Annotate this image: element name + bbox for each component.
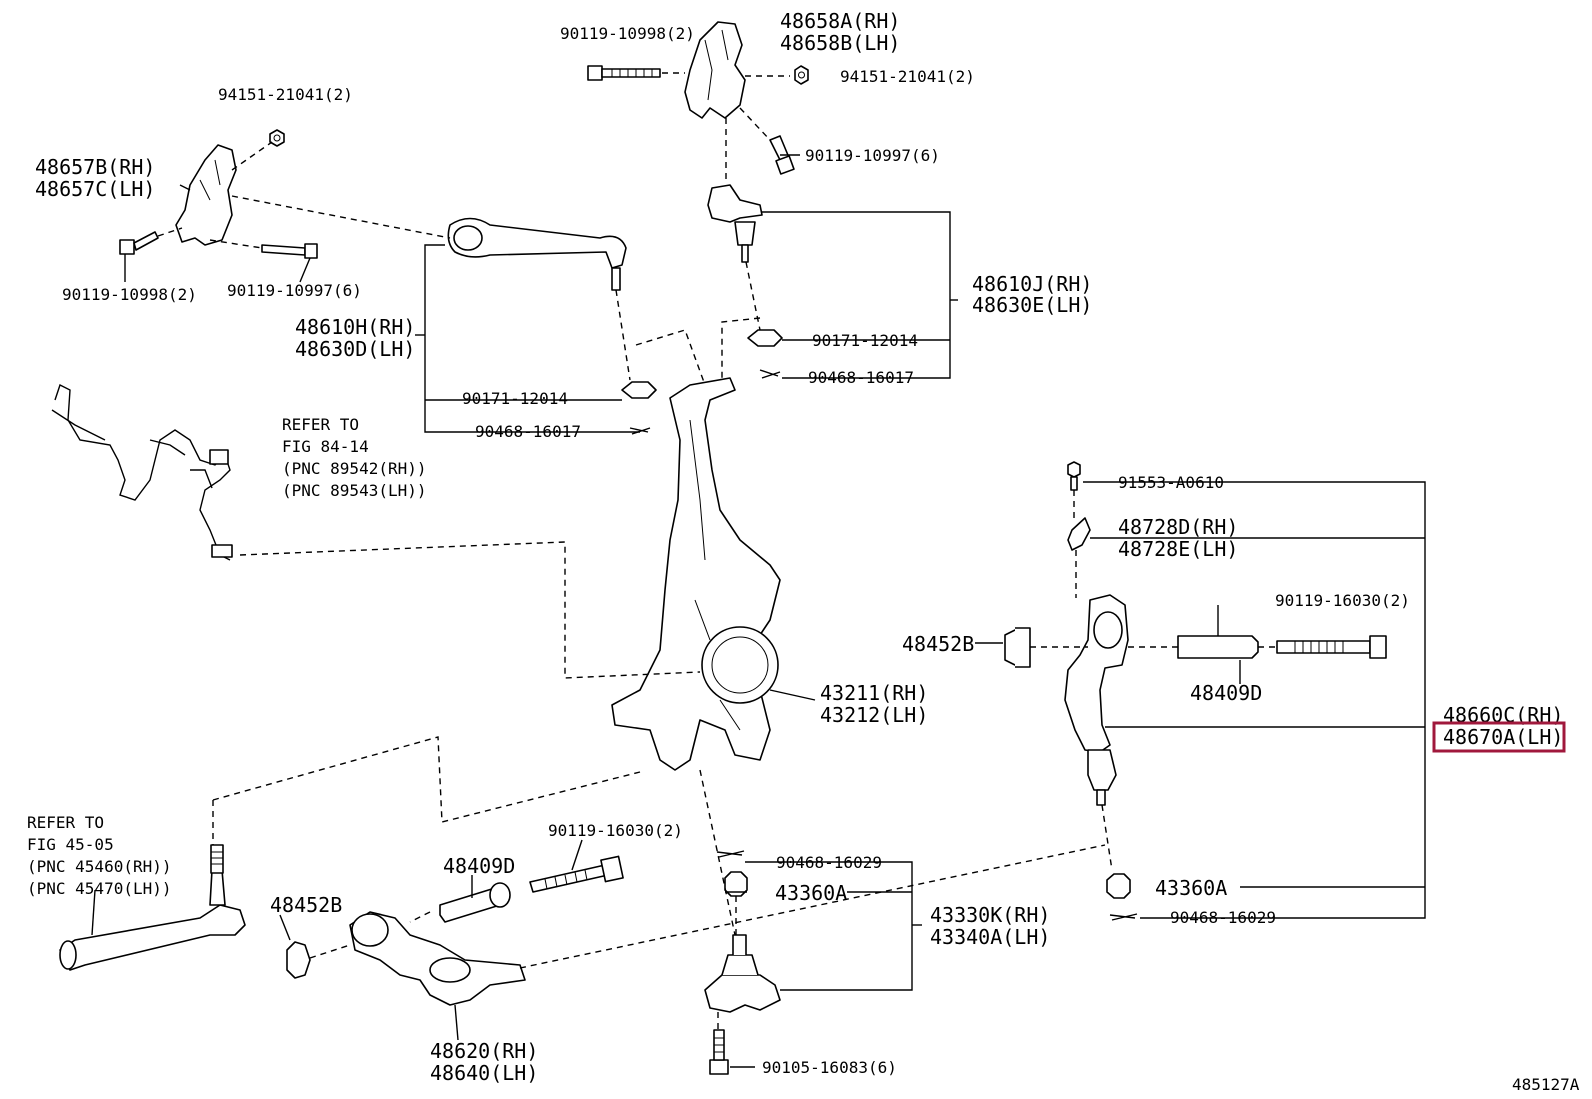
bracket-48728[interactable] <box>1067 517 1091 551</box>
label-43340a[interactable]: 43340A(LH) <box>930 925 1050 949</box>
label-90119-16030-left[interactable]: 90119-16030(2) <box>548 821 683 840</box>
lower-arm-48620[interactable] <box>349 911 526 1006</box>
label-90119-16030-right[interactable]: 90119-16030(2) <box>1275 591 1410 610</box>
label-43212[interactable]: 43212(LH) <box>820 703 928 727</box>
label-48620[interactable]: 48620(RH) <box>430 1039 538 1063</box>
upper-bracket-rh[interactable] <box>684 21 746 119</box>
nut-94151-right[interactable] <box>794 65 809 85</box>
label-48658a[interactable]: 48658A(RH) <box>780 9 900 33</box>
nut-43360a-right[interactable] <box>1106 873 1131 899</box>
nut-94151-left[interactable] <box>269 129 285 147</box>
label-48452b-left[interactable]: 48452B <box>270 893 342 917</box>
label-48640[interactable]: 48640(LH) <box>430 1061 538 1085</box>
bolt-90119-10997-top[interactable] <box>769 135 795 175</box>
bolt-90119-10998-left[interactable] <box>119 231 159 255</box>
label-94151-21041-left[interactable]: 94151-21041(2) <box>218 85 353 104</box>
refer-fig-45-05-line1[interactable]: REFER TO <box>27 813 104 832</box>
upper-arm-48610h[interactable] <box>447 217 627 291</box>
diagram-id: 485127A <box>1512 1075 1580 1094</box>
label-90119-10998-left[interactable]: 90119-10998(2) <box>62 285 197 304</box>
refer-fig-45-05-line4[interactable]: (PNC 45470(LH)) <box>27 879 172 898</box>
refer-fig-45-05-line3[interactable]: (PNC 45460(RH)) <box>27 857 172 876</box>
bolt-90119-16030-right[interactable] <box>1276 635 1387 659</box>
upper-arm-48610j[interactable] <box>707 184 763 263</box>
label-94151-21041-right[interactable]: 94151-21041(2) <box>840 67 975 86</box>
label-90468-16017-right[interactable]: 90468-16017 <box>808 368 914 387</box>
bolt-91553-a0610[interactable] <box>1067 461 1081 491</box>
label-48658b[interactable]: 48658B(LH) <box>780 31 900 55</box>
upper-bracket-lh[interactable] <box>175 144 237 246</box>
refer-fig-84-14-line1[interactable]: REFER TO <box>282 415 359 434</box>
sleeve-48409d-left[interactable] <box>439 882 511 923</box>
label-48728e[interactable]: 48728E(LH) <box>1118 537 1238 561</box>
cotter-pin-left[interactable] <box>629 427 651 435</box>
refer-fig-84-14-line4[interactable]: (PNC 89543(LH)) <box>282 481 427 500</box>
label-48452b-right[interactable]: 48452B <box>902 632 974 656</box>
bolt-90119-16030-left[interactable] <box>529 855 624 893</box>
ball-joint-43330k[interactable] <box>704 934 781 1013</box>
cotter-pin-left-lower[interactable] <box>716 850 745 858</box>
abs-sensor-wire[interactable] <box>51 384 233 561</box>
label-91553-a0610[interactable]: 91553-A0610 <box>1118 473 1224 492</box>
bushing-48452b-right[interactable] <box>1004 627 1031 668</box>
bushing-48452b-left[interactable] <box>286 941 311 979</box>
label-43211[interactable]: 43211(RH) <box>820 681 928 705</box>
label-48670a[interactable]: 48670A(LH) <box>1443 725 1563 749</box>
nut-90171-right[interactable] <box>747 329 783 347</box>
refer-fig-84-14-line2[interactable]: FIG 84-14 <box>282 437 369 456</box>
label-90468-16017-left[interactable]: 90468-16017 <box>475 422 581 441</box>
labels: 90119-10998(2) 48658A(RH) 48658B(LH) 941… <box>27 9 1580 1094</box>
highlight-box-48670a <box>1432 721 1566 753</box>
label-48657c[interactable]: 48657C(LH) <box>35 177 155 201</box>
label-43360a-right[interactable]: 43360A <box>1155 876 1227 900</box>
cotter-pin-right[interactable] <box>759 369 781 379</box>
label-90119-10998-top[interactable]: 90119-10998(2) <box>560 24 695 43</box>
label-48630e[interactable]: 48630E(LH) <box>972 293 1092 317</box>
steering-knuckle[interactable] <box>611 377 781 771</box>
label-48630d[interactable]: 48630D(LH) <box>295 337 415 361</box>
refer-fig-45-05-line2[interactable]: FIG 45-05 <box>27 835 114 854</box>
label-48610h[interactable]: 48610H(RH) <box>295 315 415 339</box>
label-48657b[interactable]: 48657B(RH) <box>35 155 155 179</box>
cotter-pin-right-lower[interactable] <box>1109 913 1138 921</box>
label-90105-16083[interactable]: 90105-16083(6) <box>762 1058 897 1077</box>
bolt-90105-16083[interactable] <box>709 1029 729 1075</box>
label-48610j[interactable]: 48610J(RH) <box>972 272 1092 296</box>
label-90468-16029-left[interactable]: 90468-16029 <box>776 853 882 872</box>
leader-lines <box>91 154 1426 1068</box>
tie-rod-end[interactable] <box>59 844 246 971</box>
label-43360a-left[interactable]: 43360A <box>775 881 847 905</box>
sleeve-48409d-right[interactable] <box>1177 635 1259 659</box>
nut-90171-left[interactable] <box>621 381 657 399</box>
guide-lines <box>157 72 1277 1030</box>
label-48409d-right[interactable]: 48409D <box>1190 681 1262 705</box>
label-90171-12014-left[interactable]: 90171-12014 <box>462 389 568 408</box>
label-48728d[interactable]: 48728D(RH) <box>1118 515 1238 539</box>
label-90119-10997-top[interactable]: 90119-10997(6) <box>805 146 940 165</box>
label-43330k[interactable]: 43330K(RH) <box>930 903 1050 927</box>
refer-fig-84-14-line3[interactable]: (PNC 89542(RH)) <box>282 459 427 478</box>
label-90119-10997-left[interactable]: 90119-10997(6) <box>227 281 362 300</box>
bolt-90119-10998-top[interactable] <box>587 65 661 81</box>
label-90171-12014-right[interactable]: 90171-12014 <box>812 331 918 350</box>
bolt-90119-10997-left[interactable] <box>261 243 318 259</box>
lower-arm-48670a[interactable] <box>1064 594 1129 806</box>
label-90468-16029-right[interactable]: 90468-16029 <box>1170 908 1276 927</box>
label-48409d-left[interactable]: 48409D <box>443 854 515 878</box>
